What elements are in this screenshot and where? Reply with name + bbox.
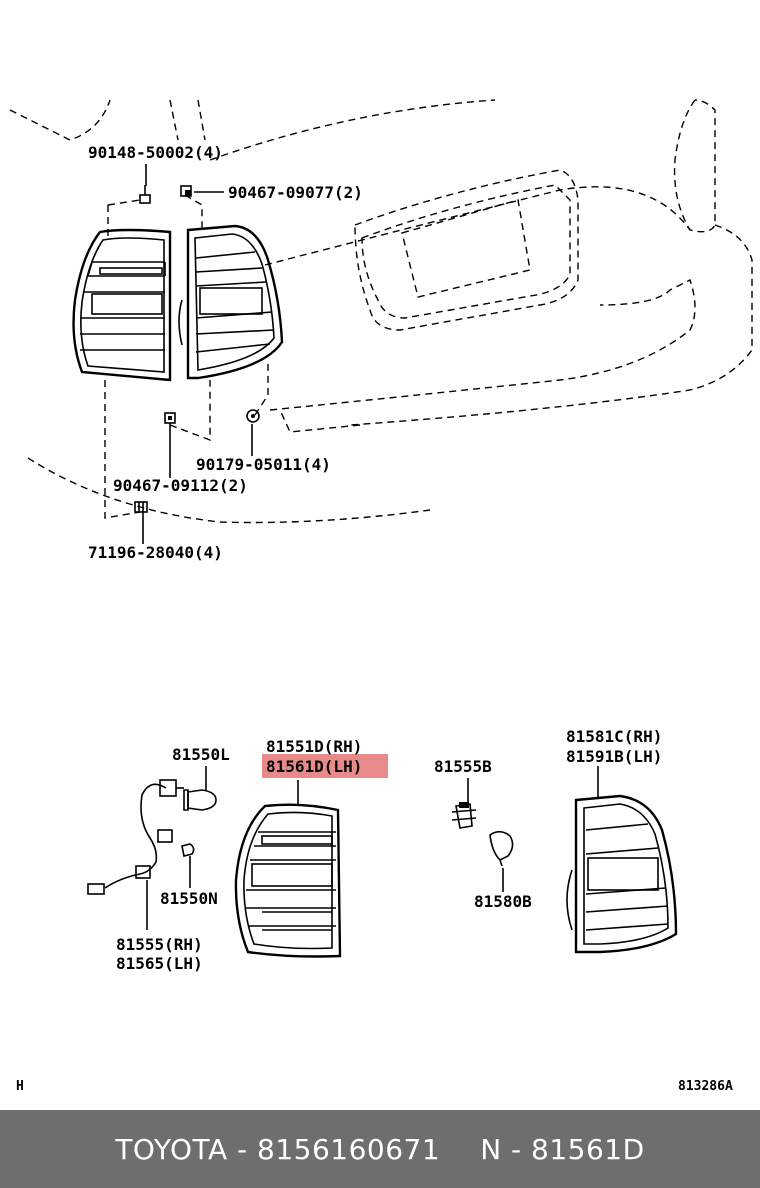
- label-81565-lh: 81565(LH): [116, 954, 203, 973]
- tail-lamp-81591B: [566, 794, 678, 954]
- bulb-icon-81580B: [489, 830, 514, 867]
- lower-leaders: [189, 766, 599, 892]
- label-71196-28040: 71196-28040(4): [88, 543, 223, 562]
- upper-inner-tail-lamp: [178, 224, 284, 380]
- bulb-icon-81550N: [181, 843, 195, 857]
- fastener-icons: [134, 185, 260, 513]
- footer-bar: TOYOTA - 8156160671 N - 81561D: [0, 1110, 760, 1188]
- label-81555B: 81555B: [434, 757, 492, 776]
- label-90148-50002: 90148-50002(4): [88, 143, 223, 162]
- part-highlight: [262, 754, 388, 778]
- footer-part-number: TOYOTA - 8156160671: [115, 1132, 441, 1166]
- fastener-guides: [104, 194, 269, 519]
- label-81551D-rh: 81551D(RH): [266, 737, 362, 756]
- label-81550N: 81550N: [160, 889, 218, 908]
- label-81550L: 81550L: [172, 745, 230, 764]
- bulb-icon-81550L: [183, 789, 217, 811]
- socket-icon-81550L: [159, 779, 177, 797]
- clip-icon-90467a: [180, 185, 192, 197]
- upper-leaders: [142, 164, 253, 544]
- socket-icon-81550N: [157, 829, 173, 843]
- illustration-ref: 813286A: [678, 1079, 733, 1094]
- footer-catalog-ref: N - 81561D: [480, 1132, 645, 1166]
- connector-icon: [87, 883, 105, 895]
- label-81580B: 81580B: [474, 892, 532, 911]
- label-81555-rh: 81555(RH): [116, 935, 203, 954]
- vehicle-body-outline: [9, 99, 753, 524]
- label-90467-09077: 90467-09077(2): [228, 183, 363, 202]
- wire-harness: [87, 779, 184, 930]
- label-90179-05011: 90179-05011(4): [196, 455, 331, 474]
- clip-icon-71196: [134, 501, 148, 513]
- screw-icon-90148: [139, 185, 151, 204]
- label-90467-09112: 90467-09112(2): [113, 476, 248, 495]
- upper-outer-tail-lamp: [72, 228, 172, 382]
- tail-lamp-81561D: [234, 803, 342, 958]
- corner-mark: H: [16, 1079, 24, 1094]
- socket-icon-81555B: [451, 802, 477, 829]
- parts-diagram: 90148-50002(4) 90467-09077(2) 90179-0501…: [9, 99, 753, 1094]
- nut-icon-90179: [246, 409, 260, 423]
- clip-icon-90467b: [164, 412, 176, 424]
- label-81561D-lh: 81561D(LH): [266, 757, 362, 776]
- label-81581C-rh: 81581C(RH): [566, 727, 662, 746]
- label-81591B-lh: 81591B(LH): [566, 747, 662, 766]
